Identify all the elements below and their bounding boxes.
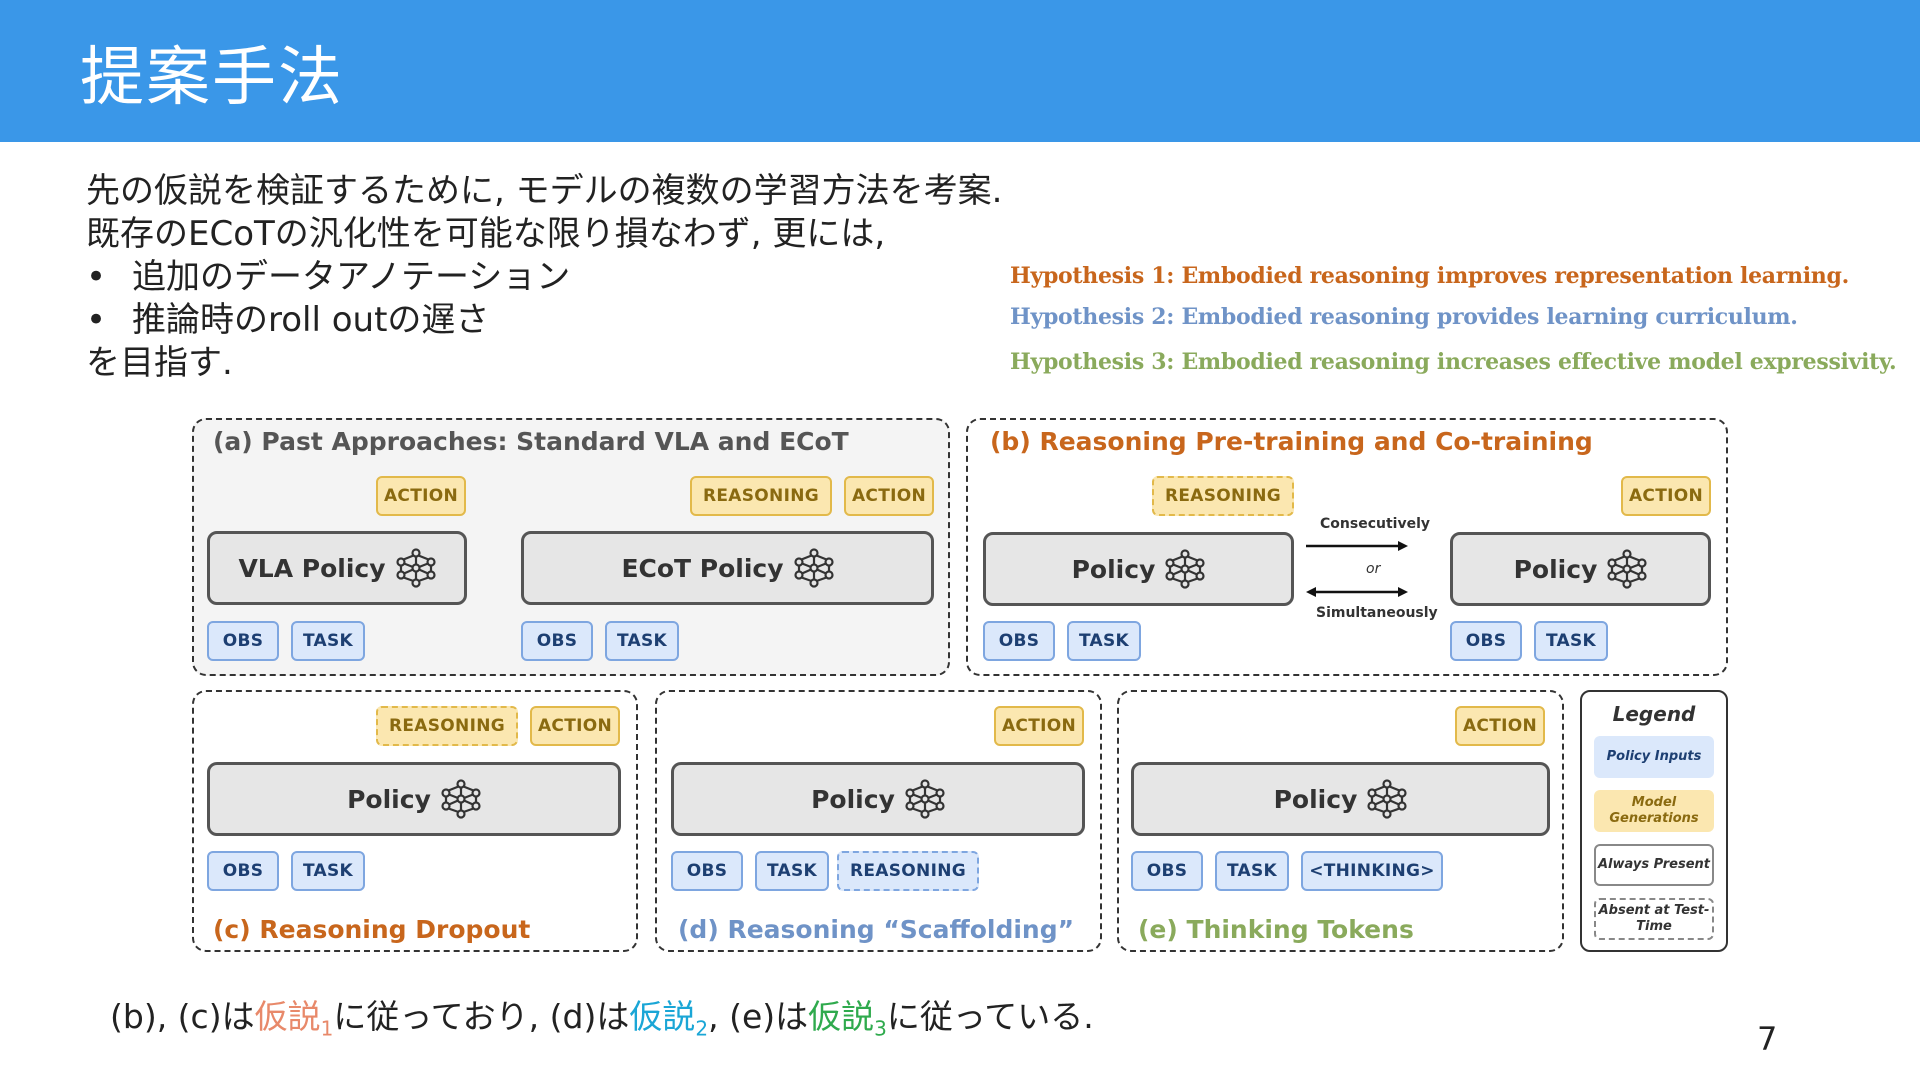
footer-text: (b), (c)は仮説1に従っており, (d)は仮説2, (e)は仮説3に従って… — [110, 990, 1094, 1041]
page-number: 7 — [1757, 1020, 1778, 1058]
neural-net-icon — [395, 548, 436, 588]
reasoning-tag: REASONING — [1152, 476, 1294, 516]
legend-title: Legend — [1612, 702, 1696, 726]
policy-label: VLA Policy — [238, 553, 386, 583]
panel-d-title: (d) Reasoning “Scaffolding” — [678, 915, 1075, 944]
bullet-text-2: 推論時のroll outの遅さ — [132, 300, 490, 340]
action-tag: ACTION — [376, 476, 466, 516]
panel-b — [966, 418, 1728, 676]
neural-net-icon — [1165, 549, 1205, 589]
action-tag: ACTION — [1455, 706, 1545, 746]
body-closing: を目指す. — [86, 343, 233, 383]
policy-box: Policy — [1450, 532, 1711, 606]
bullet-item-2: • 推論時のroll outの遅さ — [86, 299, 1002, 342]
reasoning-input-tag: REASONING — [837, 851, 979, 891]
consecutively-label: Consecutively — [1320, 516, 1430, 532]
task-tag: TASK — [1067, 621, 1141, 661]
action-tag: ACTION — [994, 706, 1084, 746]
panel-c — [192, 690, 638, 952]
bullet-dot: • — [86, 257, 107, 297]
legend-absent-test-time: Absent at Test-Time — [1594, 898, 1714, 940]
hypothesis-ref-2: 仮説2 — [629, 997, 708, 1041]
legend-model-generations: Model Generations — [1594, 790, 1714, 832]
policy-label: ECoT Policy — [621, 553, 784, 583]
panel-a-title: (a) Past Approaches: Standard VLA and EC… — [213, 427, 849, 456]
bullet-dot: • — [86, 300, 107, 340]
neural-net-icon — [441, 779, 481, 819]
neural-net-icon — [793, 548, 834, 588]
reasoning-tag: REASONING — [376, 706, 518, 746]
panel-e-title: (e) Thinking Tokens — [1138, 915, 1414, 944]
thinking-tag: <THINKING> — [1301, 851, 1443, 891]
hypothesis-ref-1: 仮説1 — [254, 997, 334, 1041]
slide-title: 提案手法 — [80, 41, 344, 115]
obs-tag: OBS — [207, 621, 279, 661]
policy-label: Policy — [811, 784, 895, 814]
title-bar: 提案手法 — [0, 0, 1920, 142]
footer-sub: 1 — [320, 1016, 334, 1041]
footer-part: , (e)は — [708, 997, 809, 1036]
policy-box: Policy — [207, 762, 621, 836]
policy-label: Policy — [1071, 554, 1156, 584]
task-tag: TASK — [291, 621, 365, 661]
footer-part: に従っており, (d)は — [333, 997, 630, 1036]
obs-tag: OBS — [207, 851, 279, 891]
legend-policy-inputs: Policy Inputs — [1594, 736, 1714, 778]
or-label: or — [1366, 561, 1381, 577]
body-line-2: 既存のECoTの汎化性を可能な限り損なわず, 更には, — [86, 214, 886, 254]
panel-e — [1117, 690, 1564, 952]
hypothesis-2: Hypothesis 2: Embodied reasoning provide… — [1010, 304, 1798, 330]
hypothesis-1: Hypothesis 1: Embodied reasoning improve… — [1010, 263, 1849, 289]
footer-part: 仮説 — [254, 997, 321, 1036]
bullet-item-1: • 追加のデータアノテーション — [86, 256, 1002, 299]
footer-sub: 3 — [874, 1016, 887, 1041]
footer-part: 仮説 — [629, 997, 696, 1036]
obs-tag: OBS — [671, 851, 743, 891]
action-tag: ACTION — [530, 706, 620, 746]
obs-tag: OBS — [1131, 851, 1203, 891]
obs-tag: OBS — [521, 621, 593, 661]
footer-part: に従っている. — [886, 997, 1094, 1036]
policy-label: Policy — [1273, 784, 1358, 814]
neural-net-icon — [1607, 549, 1647, 589]
simultaneously-label: Simultaneously — [1316, 605, 1438, 621]
task-tag: TASK — [605, 621, 679, 661]
policy-box: Policy — [1131, 762, 1550, 836]
obs-tag: OBS — [983, 621, 1055, 661]
policy-label: Policy — [347, 784, 431, 814]
footer-sub: 2 — [695, 1016, 709, 1041]
bullet-text-1: 追加のデータアノテーション — [132, 257, 571, 297]
reasoning-tag: REASONING — [690, 476, 832, 516]
legend: Legend Policy Inputs Model Generations A… — [1580, 690, 1728, 952]
vla-policy-box: VLA Policy — [207, 531, 467, 605]
hypothesis-ref-3: 仮説3 — [808, 997, 887, 1041]
task-tag: TASK — [291, 851, 365, 891]
slide-body: 先の仮説を検証するために, モデルの複数の学習方法を考案. 既存のECoTの汎化… — [86, 170, 1002, 385]
footer-part: (b), (c)は — [110, 997, 255, 1036]
obs-tag: OBS — [1450, 621, 1522, 661]
panel-c-title: (c) Reasoning Dropout — [213, 915, 531, 944]
bidirectional-arrows — [1306, 541, 1408, 597]
policy-box: Policy — [671, 762, 1085, 836]
task-tag: TASK — [1215, 851, 1289, 891]
action-tag: ACTION — [1621, 476, 1711, 516]
hypothesis-3: Hypothesis 3: Embodied reasoning increas… — [1010, 349, 1897, 375]
panel-d — [655, 690, 1102, 952]
neural-net-icon — [1367, 779, 1407, 819]
policy-label: Policy — [1513, 554, 1598, 584]
legend-always-present: Always Present — [1594, 844, 1714, 886]
panel-b-title: (b) Reasoning Pre-training and Co-traini… — [990, 427, 1593, 456]
neural-net-icon — [905, 779, 945, 819]
action-tag: ACTION — [844, 476, 934, 516]
ecot-policy-box: ECoT Policy — [521, 531, 934, 605]
task-tag: TASK — [755, 851, 829, 891]
body-line-1: 先の仮説を検証するために, モデルの複数の学習方法を考案. — [86, 171, 1003, 211]
footer-part: 仮説 — [808, 997, 875, 1036]
task-tag: TASK — [1534, 621, 1608, 661]
policy-box: Policy — [983, 532, 1294, 606]
